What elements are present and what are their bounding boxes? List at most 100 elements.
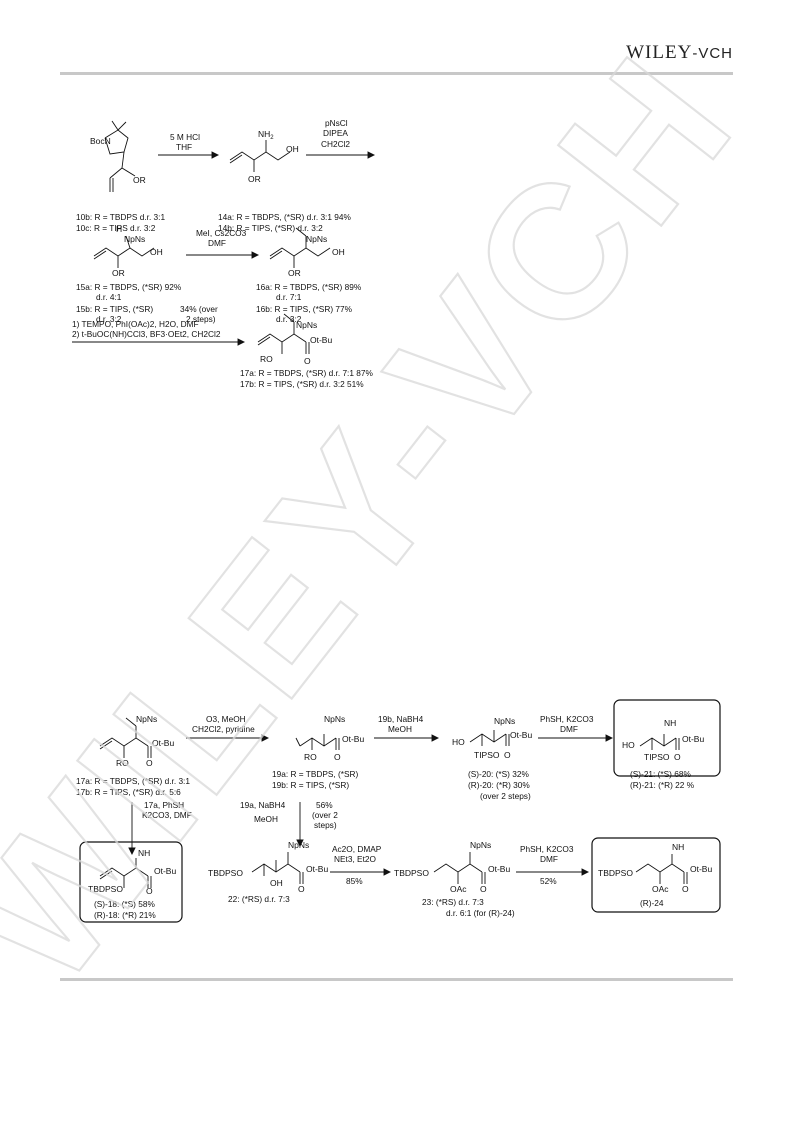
label-s-18: (S)-18: (*S) 58% [94, 899, 155, 909]
publisher-logo: WILEY-VCH [626, 42, 733, 64]
reagent-19a-nabh4: 19a, NaBH4 [240, 800, 286, 810]
or-label: OR [133, 175, 146, 185]
nh-h-label: H [116, 224, 122, 234]
otbu-label: Ot-Bu [690, 864, 712, 874]
nh-label: NH [664, 718, 676, 728]
carbonyl-o-label: O [146, 758, 153, 768]
label-17a: 17a: R = TBDPS, (*SR) d.r. 3:1 [76, 776, 190, 786]
label-17b: 17b: R = TIPS, (*SR) d.r. 3:2 51% [240, 379, 364, 389]
reagent-pyridine: CH2Cl2, pyridine [192, 724, 255, 734]
label-23: 23: (*RS) d.r. 7:3 [422, 897, 484, 907]
label-17a: 17a: R = TBDPS, (*SR) d.r. 7:1 87% [240, 368, 374, 378]
label-s-20: (S)-20: (*S) 32% [468, 769, 529, 779]
label-10b: 10b: R = TBDPS d.r. 3:1 [76, 212, 165, 222]
npns-label: NpNs [306, 234, 327, 244]
npns-label: NpNs [470, 840, 491, 850]
otbu-label: Ot-Bu [342, 734, 364, 744]
reagent-19b-nabh4: 19b, NaBH4 [378, 714, 424, 724]
reagent-phsh: PhSH, K2CO3 [520, 844, 574, 854]
tbdpso-label: TBDPSO [88, 884, 123, 894]
reagent-ch2cl2: CH2Cl2 [321, 139, 350, 149]
nh-label: NH [672, 842, 684, 852]
npns-label: NpNs [296, 320, 317, 330]
reagent-mei: MeI, Cs2CO3 [196, 228, 247, 238]
ho-label: HO [622, 740, 635, 750]
yield-note-2: 2 steps) [186, 314, 216, 324]
label-16b: 16b: R = TIPS, (*SR) 77% [256, 304, 353, 314]
npns-label: NpNs [124, 234, 145, 244]
label-10c: 10c: R = TIPS d.r. 3:2 [76, 223, 156, 233]
label-19a: 19a: R = TBDPS, (*SR) [272, 769, 359, 779]
ro-label: RO [116, 758, 129, 768]
otbu-label: Ot-Bu [306, 864, 328, 874]
yield-85: 85% [346, 876, 363, 886]
label-r-24: (R)-24 [640, 898, 664, 908]
reagent-dmf: DMF [560, 724, 578, 734]
ro-label: RO [304, 752, 317, 762]
label-22: 22: (*RS) d.r. 7:3 [228, 894, 290, 904]
label-15a: 15a: R = TBDPS, (*SR) 92% [76, 282, 182, 292]
otbu-label: Ot-Bu [510, 730, 532, 740]
oh-label: OH [270, 878, 283, 888]
reagent-tbu-imidate: 2) t-BuOC(NH)CCl3, BF3·OEt2, CH2Cl2 [72, 329, 221, 339]
yield-note-steps: steps) [314, 820, 337, 830]
header-rule [60, 72, 733, 75]
npns-label: NpNs [324, 714, 345, 724]
carbonyl-o-label: O [682, 884, 689, 894]
reagent-dipea: DIPEA [323, 128, 348, 138]
reagent-dmf: DMF [540, 854, 558, 864]
otbu-label: Ot-Bu [154, 866, 176, 876]
carbonyl-o-label: O [504, 750, 511, 760]
tbdpso-label: TBDPSO [394, 868, 429, 878]
reagent-pnscl: pNsCl [325, 118, 348, 128]
product-24-box [591, 837, 721, 913]
label-15b: 15b: R = TIPS, (*SR) [76, 304, 153, 314]
or-label: OR [248, 174, 261, 184]
oac-label: OAc [450, 884, 467, 894]
label-20-yield-note: (over 2 steps) [480, 791, 531, 801]
boc-n-label: BocN [90, 136, 111, 146]
reagent-thf: THF [176, 142, 192, 152]
or-label: OR [288, 268, 301, 278]
otbu-label: Ot-Bu [682, 734, 704, 744]
reagent-dmf: DMF [208, 238, 226, 248]
nh2-label: NH2 [258, 129, 274, 141]
tbdpso-label: TBDPSO [598, 868, 633, 878]
oac-label: OAc [652, 884, 669, 894]
carbonyl-o-label: O [334, 752, 341, 762]
carbonyl-o-label: O [298, 884, 305, 894]
publisher-suffix: -VCH [692, 45, 733, 62]
reagent-hcl: 5 M HCl [170, 132, 200, 142]
product-18-box [79, 841, 183, 923]
carbonyl-o-label: O [674, 752, 681, 762]
npns-label: NpNs [288, 840, 309, 850]
reagent-ozone: O3, MeOH [206, 714, 246, 724]
reagent-meoh: MeOH [254, 814, 278, 824]
carbonyl-o-label: O [480, 884, 487, 894]
publisher-name: WILEY [626, 42, 693, 63]
reagent-17a-phsh: 17a, PhSH [144, 800, 184, 810]
otbu-label: Ot-Bu [152, 738, 174, 748]
yield-56: 56% [316, 800, 333, 810]
npns-label: NpNs [494, 716, 515, 726]
label-17b: 17b: R = TIPS, (*SR) d.r. 5:6 [76, 787, 181, 797]
ro-label: RO [260, 354, 273, 364]
label-14a: 14a: R = TBDPS, (*SR) d.r. 3:1 94% [218, 212, 352, 222]
label-19b: 19b: R = TIPS, (*SR) [272, 780, 349, 790]
tipso-label: TIPSO [644, 752, 670, 762]
tbdpso-label: TBDPSO [208, 868, 243, 878]
label-15a-dr: d.r. 4:1 [96, 292, 122, 302]
or-label: OR [112, 268, 125, 278]
reagent-k2co3-dmf: K2CO3, DMF [142, 810, 192, 820]
label-16b-dr: d.r. 3:2 [276, 314, 302, 324]
npns-label: NpNs [136, 714, 157, 724]
oxazolidine-ring [104, 129, 129, 155]
label-14b: 14b: R = TIPS, (*SR) d.r. 3:2 [218, 223, 323, 233]
reagent-phsh: PhSH, K2CO3 [540, 714, 594, 724]
reagent-tempo: 1) TEMPO, PhI(OAc)2, H2O, DMF [72, 319, 199, 329]
carbonyl-o-label: O [304, 356, 311, 366]
reagent-net3: NEt3, Et2O [334, 854, 377, 864]
